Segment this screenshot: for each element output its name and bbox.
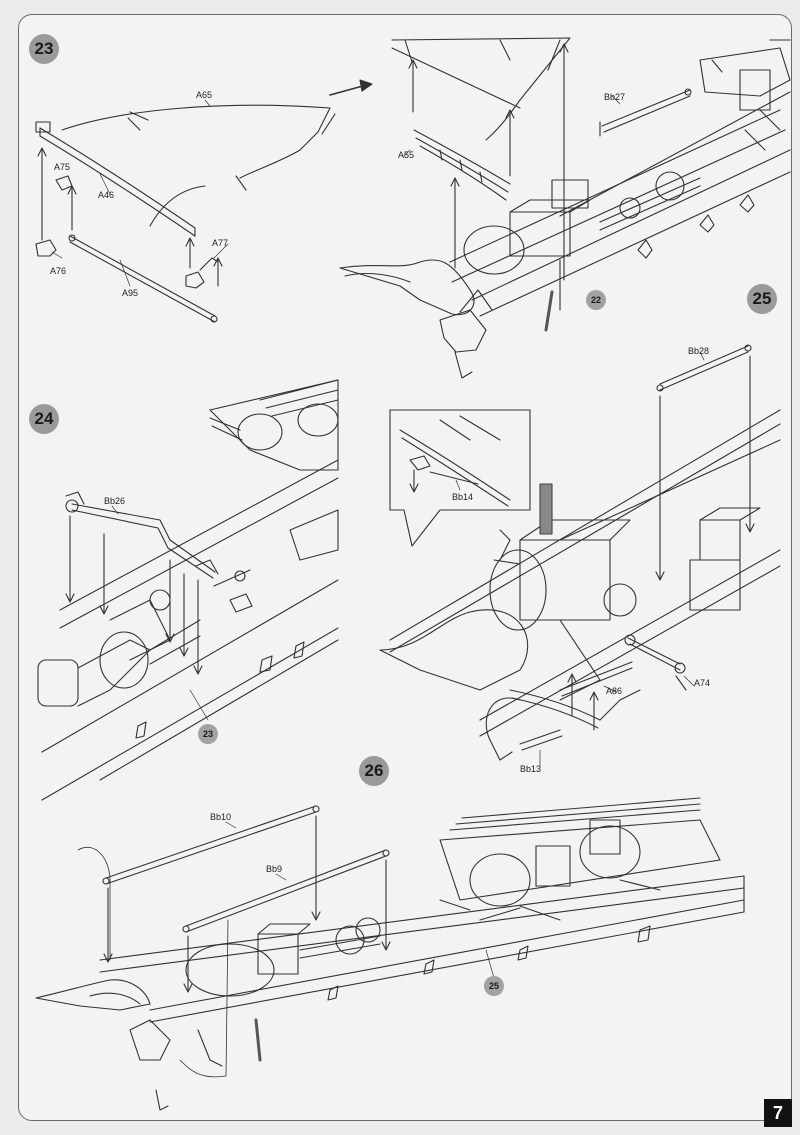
part-label-a86: A86: [606, 686, 623, 696]
step-26-badge: 26: [359, 756, 389, 786]
part-label-bb28: Bb28: [688, 346, 710, 356]
step-23-chassis-drawing: [339, 37, 791, 379]
step-23-badge: 23: [29, 34, 59, 64]
step-23-subassembly-drawing: [35, 99, 336, 323]
step-ref-22: 22: [586, 290, 606, 310]
step-ref-23: 23: [198, 724, 218, 744]
part-label-a74: A74: [694, 678, 711, 688]
part-label-bb13: Bb13: [520, 764, 542, 774]
part-label-a76: A76: [50, 266, 67, 276]
part-label-a46: A46: [98, 190, 115, 200]
step-24-badge: 24: [29, 404, 59, 434]
part-label-bb9: Bb9: [266, 864, 283, 874]
part-label-a65: A65: [196, 90, 213, 100]
transfer-arrow: [329, 79, 373, 96]
page-number: 7: [764, 1099, 792, 1127]
part-label-bb26: Bb26: [104, 496, 126, 506]
part-label-bb14: Bb14: [452, 492, 474, 502]
part-label-a77: A77: [212, 238, 229, 248]
step-24-drawing: [37, 379, 339, 801]
step-26-drawing: [35, 797, 745, 1111]
part-label-bb27: Bb27: [604, 92, 626, 102]
part-label-bb10: Bb10: [210, 812, 232, 822]
step-25-drawing: [379, 344, 781, 767]
part-label-a75: A75: [54, 162, 71, 172]
part-label-a95: A95: [122, 288, 139, 298]
part-label-a55: A55: [398, 150, 415, 160]
step-ref-25: 25: [484, 976, 504, 996]
step-25-badge: 25: [747, 284, 777, 314]
